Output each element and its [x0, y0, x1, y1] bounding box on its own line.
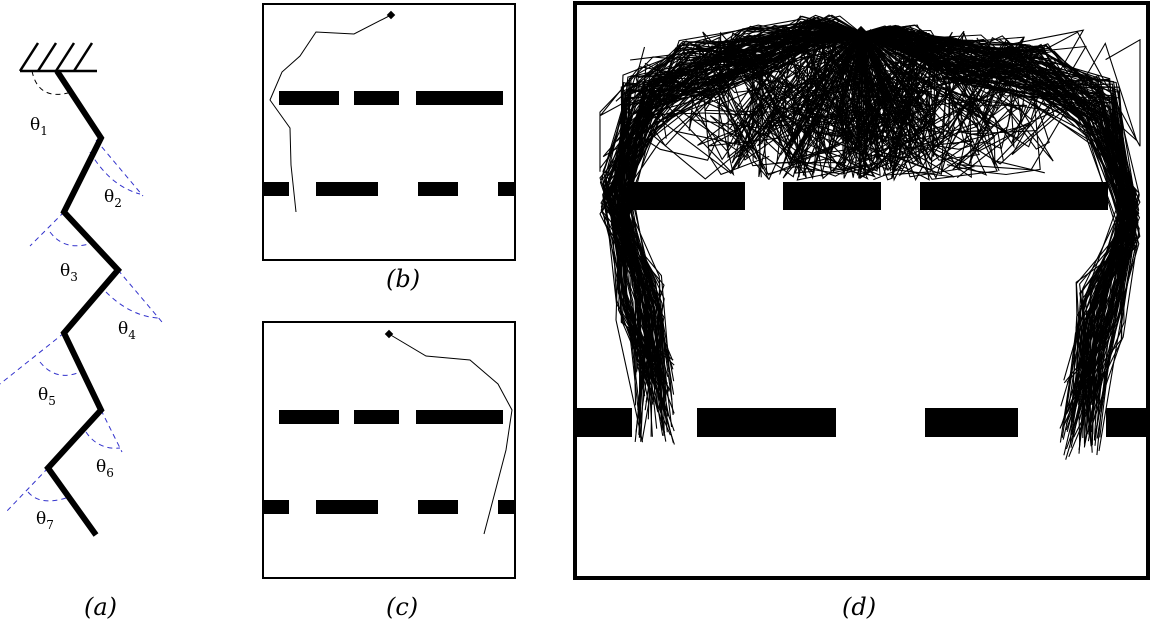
arm-configuration: [787, 32, 933, 121]
caption-a: (a): [84, 593, 117, 621]
joint-angle-arcs: [0, 70, 163, 513]
configuration-bundle: [599, 14, 1141, 460]
arm-configuration: [860, 32, 1015, 173]
obstacle: [498, 182, 515, 196]
arm-configuration: [731, 32, 862, 164]
obstacles-b: [263, 91, 515, 196]
arm-configuration: [714, 32, 862, 170]
angle-arc-5b: [39, 361, 81, 376]
arm-configuration: [812, 32, 895, 159]
panel-d: (d): [573, 1, 1150, 621]
panel-a: θ1 θ2 θ3 θ4 θ5 θ6 θ7 (a): [0, 42, 163, 621]
arm-configuration: [691, 32, 862, 152]
obstacle: [316, 182, 378, 196]
arm-configuration: [611, 19, 862, 380]
arm-path-c: [388, 333, 513, 535]
obstacle: [418, 182, 458, 196]
arm-configuration: [618, 31, 862, 161]
arm-configuration: [860, 32, 1136, 451]
arm-path-b: [269, 14, 392, 213]
arm-configuration: [614, 18, 862, 382]
angle-arc-2: [95, 139, 144, 197]
obstacle: [279, 410, 339, 424]
angle-arc-6: [100, 409, 123, 453]
joint-label-6: θ6: [96, 457, 114, 480]
obstacle: [354, 91, 399, 105]
obstacle: [697, 408, 836, 437]
workspace-frame-d: [573, 1, 1150, 580]
arm-configuration: [776, 31, 905, 164]
arm-configuration: [860, 32, 1033, 140]
arm-configuration: [618, 30, 862, 424]
mount-hatching: [18, 42, 94, 72]
obstacle: [418, 500, 458, 514]
workspace-frame-b: [262, 3, 516, 261]
arm-links: [44, 69, 123, 537]
caption-d: (d): [842, 593, 876, 621]
arm-configuration: [751, 32, 912, 159]
obstacle: [263, 500, 289, 514]
obstacle: [925, 408, 1018, 437]
angle-arc-3b: [49, 231, 93, 247]
panel-c: (c): [262, 321, 516, 621]
arm-configuration: [860, 30, 1135, 393]
arm-configuration: [698, 32, 862, 176]
joint-label-2: θ2: [104, 187, 122, 210]
arm-configuration: [860, 30, 965, 154]
obstacle: [1106, 408, 1149, 437]
angle-arc-5: [0, 332, 65, 385]
arm-base-c: [384, 329, 394, 339]
arm-configuration: [860, 32, 1138, 171]
arm-configuration: [821, 32, 1001, 141]
obstacle: [354, 410, 399, 424]
arm-configuration: [720, 32, 892, 172]
obstacle: [416, 410, 503, 424]
angle-arc-6b: [85, 431, 121, 449]
arm-configuration: [860, 32, 1035, 148]
obstacle: [263, 182, 289, 196]
arm-configuration: [653, 32, 862, 139]
obstacle: [575, 408, 632, 437]
arm-configuration: [635, 32, 862, 168]
arm-configuration: [860, 32, 1055, 179]
obstacles-d: [575, 182, 1149, 437]
arm-configuration: [753, 32, 869, 180]
angle-arc-4: [117, 269, 163, 323]
obstacle: [629, 182, 745, 210]
arm-configuration: [860, 29, 1085, 156]
obstacle: [498, 500, 515, 514]
joint-label-3: θ3: [60, 261, 78, 284]
arm-configuration: [735, 32, 862, 159]
arm-configuration: [807, 32, 924, 174]
obstacle: [316, 500, 378, 514]
arm-configuration: [604, 23, 862, 366]
arm-base-b: [386, 10, 396, 20]
arm-configurations: [599, 14, 1141, 460]
obstacle: [279, 91, 339, 105]
obstacle: [920, 182, 1108, 210]
panel-b: (b): [262, 3, 516, 293]
angle-arc-7: [5, 467, 49, 513]
obstacles-c: [263, 410, 515, 514]
joint-label-5: θ5: [38, 385, 56, 408]
arm-configuration: [860, 31, 1141, 161]
workspace-frame-c: [262, 321, 516, 579]
angle-arc-2b: [89, 151, 141, 195]
angle-arc-1: [31, 70, 69, 95]
arm-configuration: [746, 32, 862, 174]
obstacle: [783, 182, 881, 210]
joint-label-7: θ7: [36, 509, 54, 532]
caption-b: (b): [386, 265, 420, 293]
angle-arc-3: [29, 211, 65, 247]
arm-configuration: [616, 32, 862, 377]
angle-arc-7b: [27, 491, 67, 502]
joint-label-4: θ4: [118, 319, 136, 342]
angle-arc-4b: [105, 291, 159, 319]
obstacle: [416, 91, 503, 105]
arm-base-d: [853, 25, 869, 41]
caption-c: (c): [386, 593, 418, 621]
joint-label-1: θ1: [30, 115, 48, 138]
